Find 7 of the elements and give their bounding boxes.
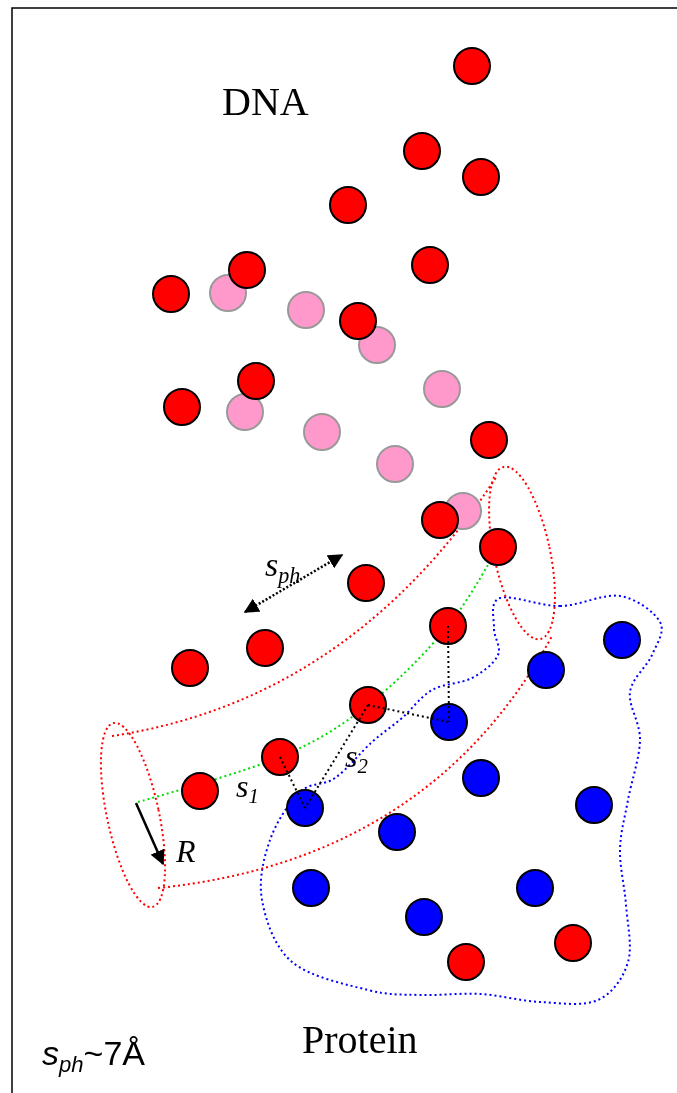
molecule-label: Protein: [302, 1020, 418, 1060]
distance-label: s$_{2}$: [345, 740, 368, 778]
radius-label: R: [176, 835, 196, 867]
distance-label: s$_{1}$: [236, 770, 259, 808]
molecule-label: DNA: [222, 82, 309, 122]
spacing-label: s$_{ph}$: [265, 548, 301, 587]
spacing-note: s$_{ph}$~7Å: [42, 1036, 146, 1076]
